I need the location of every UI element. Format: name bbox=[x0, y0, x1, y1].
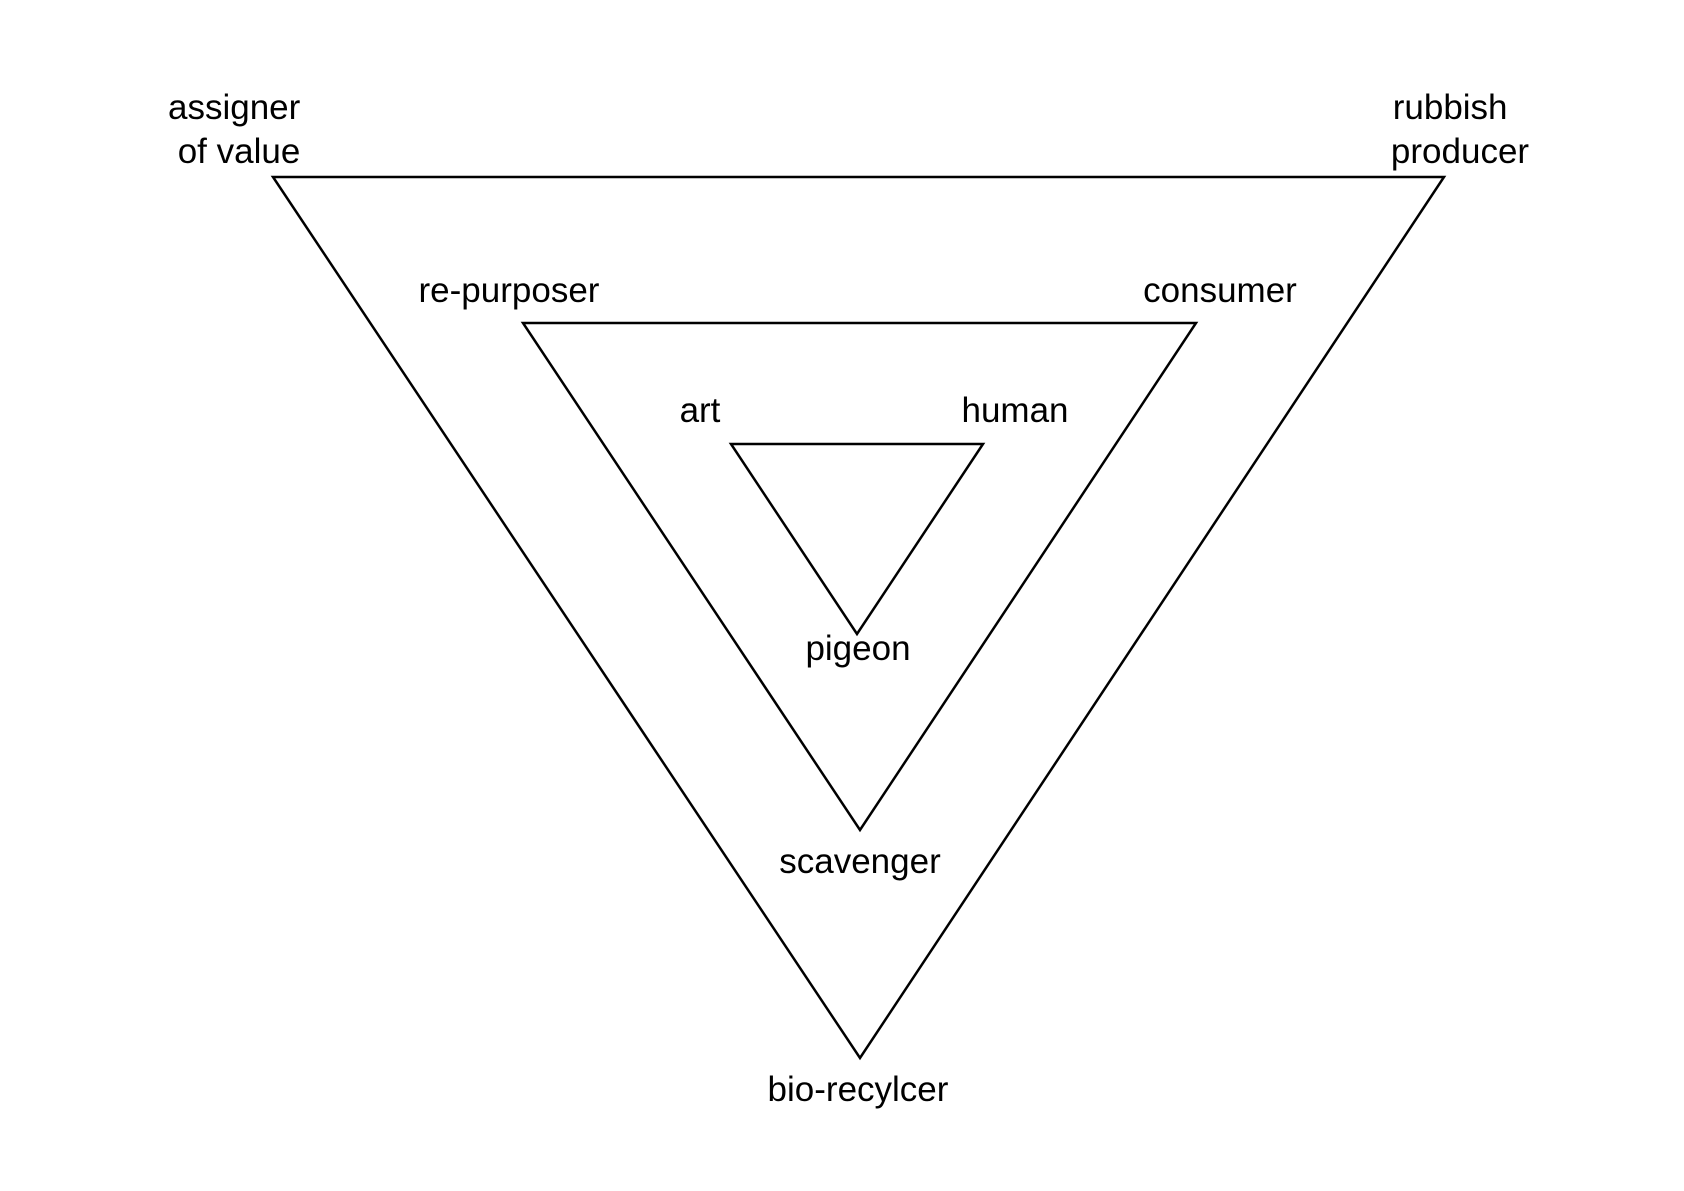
middle-top-right-label: consumer bbox=[1143, 271, 1297, 310]
inner-top-left-label: art bbox=[680, 391, 721, 430]
inner-top-right-label: human bbox=[961, 391, 1068, 430]
outer-top-right-line-2: producer bbox=[1391, 132, 1529, 171]
outer-triangle bbox=[270, 175, 1447, 1061]
outer-top-left-line-1: assigner bbox=[168, 88, 301, 127]
outer-top-right-line-1: rubbish bbox=[1393, 88, 1508, 127]
outer-top-right-label: rubbish producer bbox=[1391, 88, 1529, 171]
middle-bottom-label: scavenger bbox=[779, 842, 941, 881]
outer-top-left-line-2: of value bbox=[178, 132, 301, 171]
inner-triangle bbox=[728, 442, 986, 637]
inner-bottom-label: pigeon bbox=[805, 629, 910, 668]
middle-triangle bbox=[520, 321, 1199, 833]
outer-bottom-label: bio-recylcer bbox=[768, 1070, 949, 1109]
outer-top-left-label: assigner of value bbox=[168, 88, 310, 171]
middle-top-left-label: re-purposer bbox=[419, 271, 600, 310]
